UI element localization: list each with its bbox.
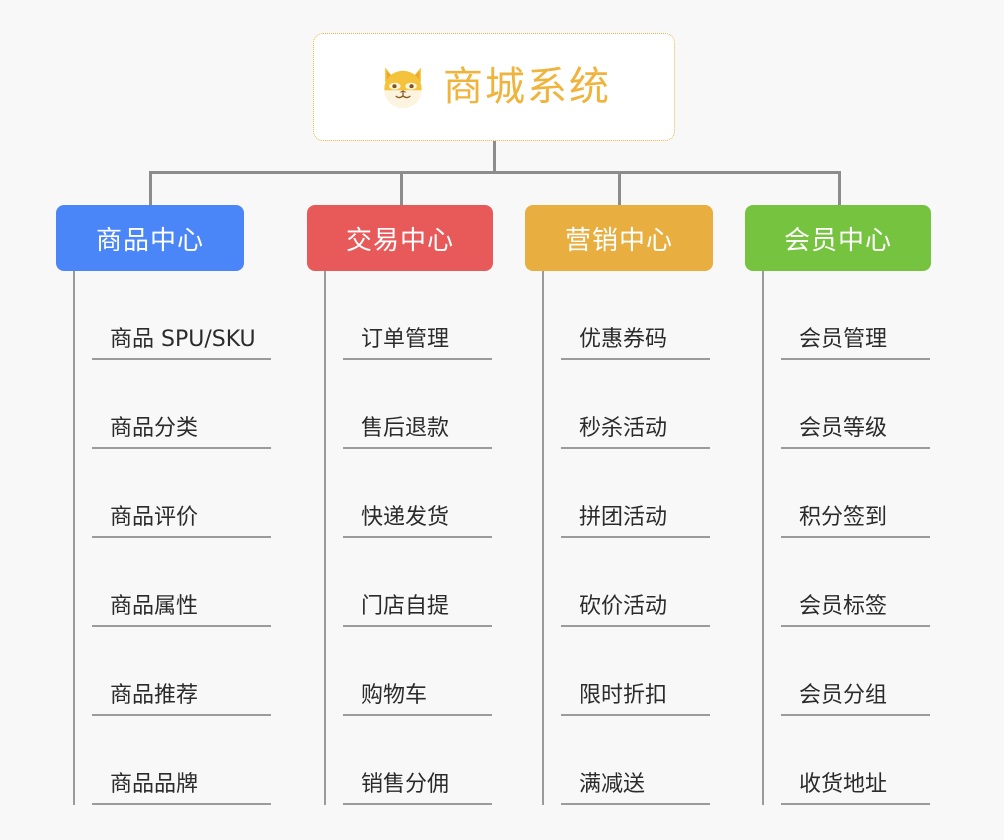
branch-header-label: 交易中心: [345, 225, 454, 256]
root-node[interactable]: 商城系统: [313, 33, 675, 141]
branch-item-list: 商品 SPU/SKU 商品分类 商品评价 商品属性 商品推荐 商品品牌: [73, 271, 271, 805]
list-item[interactable]: 商品评价: [92, 449, 271, 538]
connector-drop-0: [149, 171, 152, 207]
root-title: 商城系统: [443, 64, 611, 110]
list-item[interactable]: 商品分类: [92, 360, 271, 449]
list-item[interactable]: 拼团活动: [561, 449, 717, 538]
branch-item-list: 会员管理 会员等级 积分签到 会员标签 会员分组 收货地址: [762, 271, 937, 805]
list-item-label: 销售分佣: [343, 772, 492, 805]
branch-column-trade: 交易中心 订单管理 售后退款 快递发货 门店自提 购物车 销售分佣: [307, 205, 499, 805]
list-item[interactable]: 商品 SPU/SKU: [92, 271, 271, 360]
connector-drop-1: [400, 171, 403, 207]
connector-horizontal-bus: [150, 171, 840, 174]
list-item[interactable]: 秒杀活动: [561, 360, 717, 449]
branch-column-member: 会员中心 会员管理 会员等级 积分签到 会员标签 会员分组 收货地址: [745, 205, 937, 805]
list-item-label: 优惠券码: [561, 327, 710, 360]
list-item-label: 购物车: [343, 683, 492, 716]
list-item[interactable]: 售后退款: [343, 360, 499, 449]
list-item[interactable]: 优惠券码: [561, 271, 717, 360]
list-item-label: 商品推荐: [92, 683, 271, 716]
list-item[interactable]: 商品推荐: [92, 627, 271, 716]
list-item-label: 门店自提: [343, 594, 492, 627]
list-item-label: 积分签到: [781, 505, 930, 538]
branch-column-marketing: 营销中心 优惠券码 秒杀活动 拼团活动 砍价活动 限时折扣 满减送: [525, 205, 717, 805]
list-item[interactable]: 积分签到: [781, 449, 937, 538]
branch-header-member[interactable]: 会员中心: [745, 205, 931, 271]
list-item-label: 会员管理: [781, 327, 930, 360]
branch-header-trade[interactable]: 交易中心: [307, 205, 493, 271]
list-item-label: 快递发货: [343, 505, 492, 538]
list-item[interactable]: 限时折扣: [561, 627, 717, 716]
connector-drop-3: [838, 171, 841, 207]
list-item-label: 商品 SPU/SKU: [92, 327, 271, 360]
branch-column-product: 商品中心 商品 SPU/SKU 商品分类 商品评价 商品属性 商品推荐 商品品牌: [56, 205, 271, 805]
list-item-label: 限时折扣: [561, 683, 710, 716]
list-item[interactable]: 快递发货: [343, 449, 499, 538]
branch-item-list: 优惠券码 秒杀活动 拼团活动 砍价活动 限时折扣 满减送: [542, 271, 717, 805]
list-item-label: 会员标签: [781, 594, 930, 627]
list-item-label: 拼团活动: [561, 505, 710, 538]
shiba-dog-face-icon: [377, 61, 429, 113]
list-item[interactable]: 购物车: [343, 627, 499, 716]
branch-header-label: 商品中心: [95, 225, 204, 256]
list-item-label: 商品属性: [92, 594, 271, 627]
list-item-label: 商品评价: [92, 505, 271, 538]
list-item[interactable]: 满减送: [561, 716, 717, 805]
list-item[interactable]: 会员等级: [781, 360, 937, 449]
branch-header-label: 会员中心: [783, 225, 892, 256]
list-item[interactable]: 订单管理: [343, 271, 499, 360]
list-item[interactable]: 收货地址: [781, 716, 937, 805]
list-item-label: 收货地址: [781, 772, 930, 805]
list-item[interactable]: 砍价活动: [561, 538, 717, 627]
connector-drop-2: [618, 171, 621, 207]
list-item-label: 会员等级: [781, 416, 930, 449]
list-item[interactable]: 商品品牌: [92, 716, 271, 805]
list-item-label: 满减送: [561, 772, 710, 805]
list-item[interactable]: 会员分组: [781, 627, 937, 716]
list-item[interactable]: 会员标签: [781, 538, 937, 627]
list-item[interactable]: 门店自提: [343, 538, 499, 627]
list-item-label: 商品分类: [92, 416, 271, 449]
list-item-label: 商品品牌: [92, 772, 271, 805]
branch-item-list: 订单管理 售后退款 快递发货 门店自提 购物车 销售分佣: [324, 271, 499, 805]
list-item[interactable]: 会员管理: [781, 271, 937, 360]
list-item-label: 售后退款: [343, 416, 492, 449]
list-item-label: 砍价活动: [561, 594, 710, 627]
list-item-label: 会员分组: [781, 683, 930, 716]
list-item[interactable]: 商品属性: [92, 538, 271, 627]
list-item-label: 订单管理: [343, 327, 492, 360]
connector-root-stem: [493, 141, 496, 173]
branch-header-product[interactable]: 商品中心: [56, 205, 244, 271]
branch-header-marketing[interactable]: 营销中心: [525, 205, 713, 271]
list-item[interactable]: 销售分佣: [343, 716, 499, 805]
list-item-label: 秒杀活动: [561, 416, 710, 449]
branch-header-label: 营销中心: [564, 225, 673, 256]
